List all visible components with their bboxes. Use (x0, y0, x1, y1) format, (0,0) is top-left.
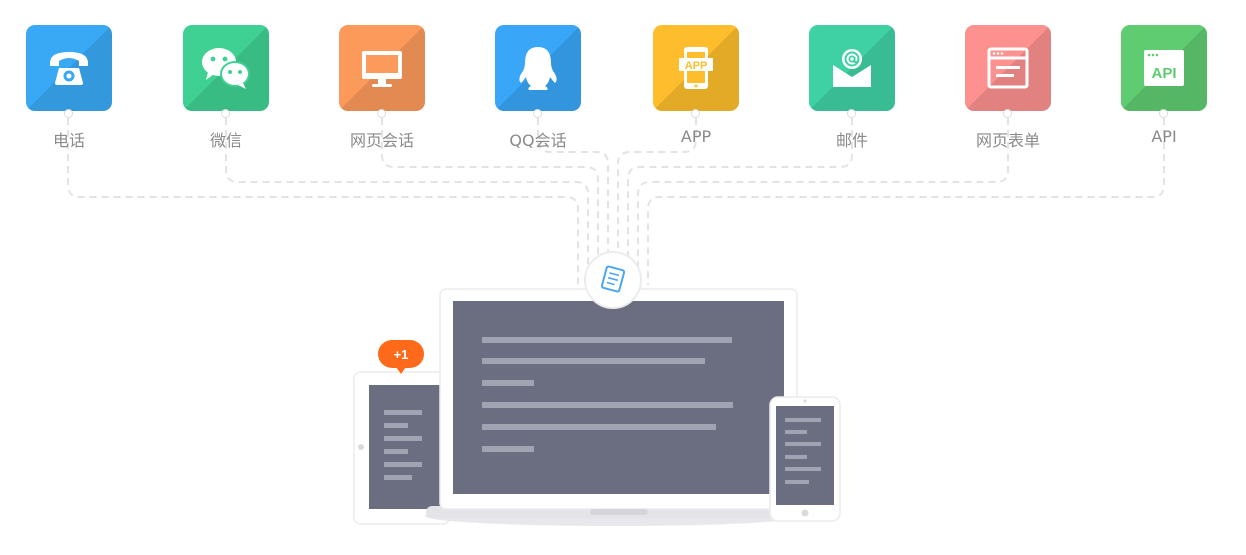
channel-label: 电话 (52, 131, 85, 150)
channel-phone[interactable]: 电话 (26, 25, 112, 151)
mail-icon (833, 49, 871, 87)
channel-webform[interactable]: 网页表单 (965, 25, 1051, 151)
webform-tile[interactable] (965, 25, 1051, 111)
hub-ticket-icon (584, 251, 642, 309)
channel-label: QQ会话 (509, 131, 567, 150)
wire-qq (537, 118, 609, 252)
app-tile[interactable]: APP (653, 25, 739, 111)
wechat-icon (202, 48, 250, 89)
qq-penguin-icon (519, 47, 557, 90)
channel-label: 微信 (209, 131, 242, 150)
wire-phone (67, 118, 579, 285)
channel-wechat[interactable]: 微信 (183, 25, 269, 151)
monitor-icon (362, 51, 402, 87)
connector-dot (533, 109, 542, 118)
wire-mail (627, 118, 853, 260)
wire-app (617, 118, 697, 252)
wire-wechat (225, 118, 589, 285)
tablet-device (353, 371, 451, 525)
qq-tile[interactable] (495, 25, 581, 111)
phone-device (769, 396, 841, 522)
web-form-icon (987, 47, 1029, 89)
laptop-device (439, 288, 798, 515)
app-icon-text: APP (685, 60, 708, 72)
api-tile[interactable]: API (1121, 25, 1207, 111)
mail-tile[interactable] (809, 25, 895, 111)
channel-api[interactable]: API API (1121, 25, 1207, 146)
api-icon: API (1144, 50, 1184, 86)
phone-tile[interactable] (26, 25, 112, 111)
badge-text: +1 (394, 347, 409, 362)
channel-app[interactable]: APP APP (653, 25, 739, 146)
channel-label: APP (680, 127, 712, 146)
channel-qq[interactable]: QQ会话 (495, 25, 581, 151)
channel-webchat[interactable]: 网页会话 (339, 25, 425, 151)
connector-dot (1159, 109, 1168, 118)
connector-dot (847, 109, 856, 118)
api-icon-text: API (1151, 65, 1176, 82)
mobile-app-icon: APP (679, 47, 713, 89)
connector-dot (1003, 109, 1012, 118)
connector-dot (691, 109, 700, 118)
connector-dot (221, 109, 230, 118)
connector-dot (377, 109, 386, 118)
phone-icon (50, 52, 88, 85)
channel-label: 网页会话 (349, 131, 414, 150)
channel-label: 网页表单 (975, 131, 1040, 150)
channel-label: 邮件 (835, 131, 868, 150)
connector-dot (64, 109, 73, 118)
webchat-tile[interactable] (339, 25, 425, 111)
wechat-tile[interactable] (183, 25, 269, 111)
channel-mail[interactable]: 邮件 (809, 25, 895, 151)
wire-api (647, 118, 1165, 285)
channel-label: API (1151, 127, 1177, 146)
wire-webform (637, 118, 1009, 285)
wire-webchat (381, 118, 599, 260)
notification-badge (378, 340, 424, 374)
